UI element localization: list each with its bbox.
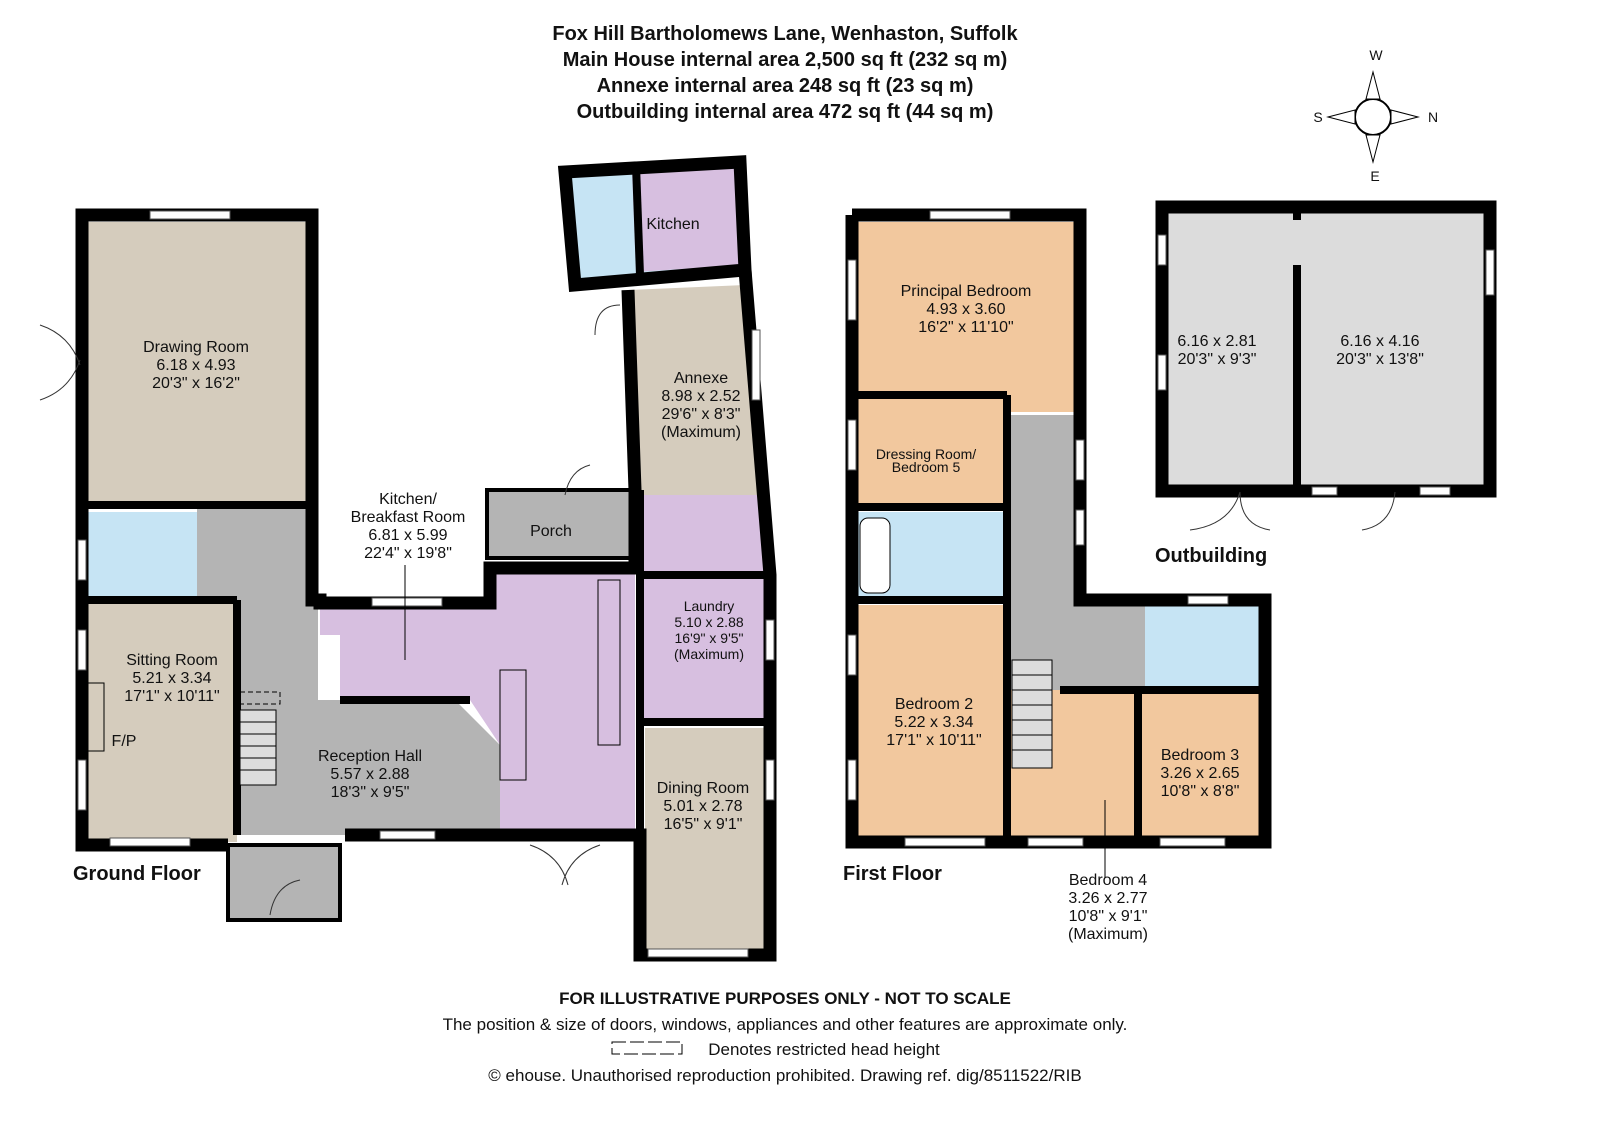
compass-south: S	[1313, 109, 1322, 125]
porch-door[interactable]	[564, 464, 591, 496]
laundry-imperial: 16'9" x 9'5"	[675, 630, 744, 646]
reception-hall-imperial: 18'3" x 9'5"	[331, 784, 410, 801]
compass-east: E	[1370, 168, 1379, 184]
reception-hall-name: Reception Hall	[318, 748, 422, 765]
first-floor-label: First Floor	[843, 863, 942, 885]
bedroom-3-imperial: 10'8" x 8'8"	[1161, 783, 1240, 800]
outbuilding-door[interactable]	[1361, 491, 1396, 531]
bedroom-2-area	[852, 605, 1007, 842]
ensuite-area	[1145, 600, 1260, 688]
laundry-area	[640, 495, 768, 720]
sitting-room-area	[82, 602, 237, 842]
laundry-note: (Maximum)	[674, 646, 744, 662]
principal-bedroom-imperial: 16'2" x 11'10"	[918, 319, 1013, 336]
kitchen-metric: 6.81 x 5.99	[368, 527, 447, 544]
bedroom-4-metric: 3.26 x 2.77	[1068, 890, 1147, 907]
first-floor-exterior-wall	[845, 208, 1272, 849]
outbuilding-left-metric: 6.16 x 2.81	[1177, 333, 1256, 350]
first-floor-stairs	[1011, 659, 1053, 769]
drawing-room-area	[82, 222, 312, 505]
bedroom-3-metric: 3.26 x 2.65	[1160, 765, 1239, 782]
ground-floor-plan: Drawing Room 6.18 x 4.93 20'3" x 16'2" S…	[39, 155, 777, 962]
bedroom-4-note: (Maximum)	[1068, 926, 1148, 943]
annexe-area: Annexe internal area 248 sq ft (23 sq m)	[597, 75, 974, 97]
outbuilding-area: Outbuilding internal area 472 sq ft (44 …	[577, 101, 994, 123]
approximation-note: The position & size of doors, windows, a…	[443, 1015, 1128, 1034]
landing-area	[1007, 415, 1185, 690]
front-door[interactable]	[269, 879, 301, 916]
legend-text: Denotes restricted head height	[708, 1040, 940, 1059]
bedroom-2-metric: 5.22 x 3.34	[894, 714, 973, 731]
compass-icon: W S N E	[1313, 47, 1438, 184]
drawing-room-name: Drawing Room	[143, 339, 249, 356]
entrance-porch	[226, 843, 342, 922]
bedroom-2-name: Bedroom 2	[895, 696, 973, 713]
ground-wc-area	[82, 512, 197, 600]
bedroom-2-imperial: 17'1" x 10'11"	[886, 732, 981, 749]
drawing-room-metric: 6.18 x 4.93	[156, 357, 235, 374]
laundry-metric: 5.10 x 2.88	[674, 614, 743, 630]
porch-area	[485, 488, 637, 560]
fireplace	[85, 682, 105, 752]
outbuilding-right-imperial: 20'3" x 13'8"	[1336, 351, 1424, 368]
annexe-kitchen-name: Kitchen	[646, 216, 699, 233]
bedroom-3-name: Bedroom 3	[1161, 747, 1239, 764]
sitting-room-imperial: 17'1" x 10'11"	[124, 688, 219, 705]
main-house-area: Main House internal area 2,500 sq ft (23…	[563, 49, 1008, 71]
principal-bedroom-metric: 4.93 x 3.60	[926, 301, 1005, 318]
annexe-imperial: 29'6" x 8'3"	[662, 406, 741, 423]
annexe-door[interactable]	[594, 304, 621, 336]
kitchen-area	[320, 570, 635, 835]
bath	[859, 517, 891, 594]
principal-bedroom-name: Principal Bedroom	[901, 283, 1032, 300]
disclaimer: FOR ILLUSTRATIVE PURPOSES ONLY - NOT TO …	[559, 989, 1011, 1008]
bedroom-3-area	[1140, 690, 1260, 840]
ground-floor-label: Ground Floor	[73, 863, 201, 885]
sitting-room-name: Sitting Room	[126, 652, 218, 669]
outbuilding-plan: 6.16 x 2.81 20'3" x 9'3" 6.16 x 4.16 20'…	[1155, 200, 1497, 567]
kitchen-island	[499, 669, 527, 781]
dining-room-area	[645, 728, 765, 953]
address-title: Fox Hill Bartholomews Lane, Wenhaston, S…	[552, 23, 1018, 45]
exterior-wall	[75, 208, 642, 852]
kitchen-imperial: 22'4" x 19'8"	[364, 545, 452, 562]
outbuilding-left-imperial: 20'3" x 9'3"	[1178, 351, 1257, 368]
fireplace-label: F/P	[112, 733, 137, 750]
bedroom-4-imperial: 10'8" x 9'1"	[1069, 908, 1148, 925]
first-floor-plan: Principal Bedroom 4.93 x 3.60 16'2" x 11…	[843, 208, 1272, 943]
laundry-name: Laundry	[684, 598, 735, 614]
restricted-head-height-marker	[239, 691, 281, 705]
outbuilding-right-metric: 6.16 x 4.16	[1340, 333, 1419, 350]
compass-north: N	[1428, 109, 1438, 125]
kitchen-name-1: Kitchen/	[379, 491, 437, 508]
annexe-metric: 8.98 x 2.52	[661, 388, 740, 405]
drawing-room-french-doors[interactable]	[39, 324, 81, 401]
sitting-room-metric: 5.21 x 3.34	[132, 670, 211, 687]
ground-stairs	[239, 709, 277, 786]
bedroom-4-name: Bedroom 4	[1069, 872, 1147, 889]
outbuilding-double-doors[interactable]	[1189, 491, 1271, 531]
dressing-room-name-2: Bedroom 5	[892, 459, 961, 475]
outbuilding-label: Outbuilding	[1155, 545, 1267, 567]
compass-west: W	[1369, 47, 1383, 63]
reception-hall-metric: 5.57 x 2.88	[330, 766, 409, 783]
dining-room-metric: 5.01 x 2.78	[663, 798, 742, 815]
dressing-room-name-1: Dressing Room/	[876, 446, 976, 462]
annexe-note: (Maximum)	[661, 424, 741, 441]
annexe-kitchen-area	[632, 166, 742, 272]
porch-name: Porch	[530, 523, 572, 540]
kitchen-french-doors[interactable]	[529, 844, 601, 886]
dining-room-name: Dining Room	[657, 780, 749, 797]
copyright: © ehouse. Unauthorised reproduction proh…	[488, 1066, 1081, 1085]
kitchen-name-2: Breakfast Room	[351, 509, 466, 526]
dining-room-imperial: 16'5" x 9'1"	[664, 816, 743, 833]
restricted-head-height-legend-icon	[611, 1041, 683, 1055]
annexe-name: Annexe	[674, 370, 728, 387]
dressing-room-area	[852, 395, 1007, 503]
drawing-room-imperial: 20'3" x 16'2"	[152, 375, 240, 392]
kitchen-counter	[597, 579, 621, 746]
